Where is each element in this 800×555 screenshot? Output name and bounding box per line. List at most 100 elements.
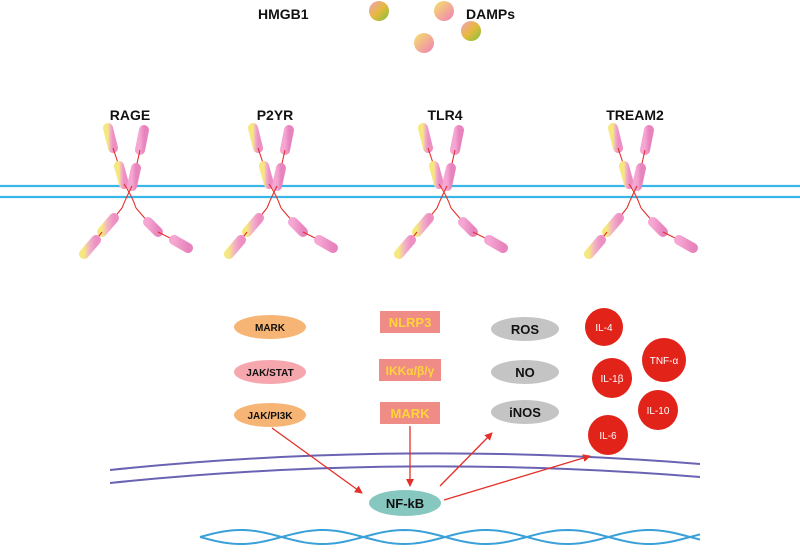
pathway-label: JAK/STAT — [246, 368, 293, 379]
arrow-to-cytokines — [443, 454, 591, 501]
receptor-domain — [127, 163, 141, 191]
receptor-domain — [640, 125, 654, 155]
receptor-domain — [169, 235, 193, 253]
receptor-domain — [114, 161, 129, 189]
receptor-linker — [268, 183, 282, 209]
receptor-domain — [648, 217, 668, 237]
nfkb-pill — [369, 490, 441, 516]
receptor-linker — [121, 185, 133, 209]
receptor-linker — [123, 183, 137, 209]
pathway-box-nlrp3 — [380, 311, 440, 333]
receptor-domain — [242, 213, 264, 237]
receptor-domain — [442, 163, 456, 191]
receptor-domain — [103, 123, 118, 153]
receptor-domain — [602, 213, 624, 237]
receptor-domain — [143, 217, 163, 237]
receptor-linker — [436, 185, 448, 209]
receptor-domain — [584, 235, 606, 259]
nfkb-label: NF-kB — [386, 496, 424, 511]
damps-label: DAMPs — [466, 6, 515, 22]
receptor-linker — [438, 183, 452, 209]
receptor-domain — [394, 235, 416, 259]
receptor-domain — [259, 161, 274, 189]
receptor-label: TLR4 — [428, 107, 463, 123]
arrow-to-inos — [439, 432, 493, 487]
receptor-domain — [135, 125, 149, 155]
receptor-label: P2YR — [257, 107, 294, 123]
receptor-domain — [412, 213, 434, 237]
receptor-linker — [626, 185, 638, 209]
pathway-column-middle: NLRP3 IKKα/β/γ MARK — [379, 311, 441, 424]
ligand-group: HMGB1 DAMPs — [258, 1, 515, 53]
receptor-domain — [314, 235, 338, 253]
cytokine-label: IL-1β — [601, 374, 624, 385]
pathway-label: JAK/PI3K — [247, 411, 293, 422]
receptor-domain — [429, 161, 444, 189]
pathway-label: NLRP3 — [389, 315, 432, 330]
cytokine-bubble — [638, 390, 678, 430]
cytokine-label: IL-4 — [595, 323, 613, 334]
receptor-tlr4: TLR4 — [394, 107, 508, 259]
pathway-box-ikk — [379, 359, 441, 381]
receptor-domain — [224, 235, 246, 259]
receptor-domain — [450, 125, 464, 155]
pathway-pill-jakstat — [234, 360, 306, 384]
cytokine-bubble — [588, 415, 628, 455]
arrow-to-nfkb — [271, 427, 363, 494]
cytokine-bubble — [585, 308, 623, 346]
nfkb-node: NF-kB — [369, 490, 441, 516]
pathway-label: ROS — [511, 322, 540, 337]
arrow-group — [271, 426, 591, 501]
receptor-tream2: TREAM2 — [584, 107, 698, 259]
pathway-column-right: ROS NO iNOS — [491, 317, 559, 424]
receptor-domain — [272, 163, 286, 191]
pathway-label: iNOS — [509, 405, 541, 420]
pathway-pill-ros — [491, 317, 559, 341]
dna-helix — [199, 528, 701, 546]
receptor-domain — [418, 123, 433, 153]
ligand-ball — [414, 33, 434, 53]
pathway-label: NO — [515, 365, 535, 380]
dna-strand — [199, 528, 701, 545]
receptor-domain — [248, 123, 263, 153]
pathway-pill-no — [491, 360, 559, 384]
receptor-domain — [288, 217, 308, 237]
receptor-linker — [628, 183, 642, 209]
receptor-domain — [280, 125, 294, 155]
pathway-label: MARK — [391, 406, 431, 421]
receptor-p2yr: P2YR — [224, 107, 338, 259]
receptor-layer: RAGE P2YR TLR4 TREAM2 — [79, 107, 698, 259]
ligand-ball — [461, 21, 481, 41]
receptor-label: TREAM2 — [606, 107, 664, 123]
receptor-domain — [79, 235, 101, 259]
receptor-domain — [97, 213, 119, 237]
cytokine-bubble — [592, 358, 632, 398]
receptor-domain — [608, 123, 623, 153]
cytokine-label: IL-10 — [647, 406, 670, 417]
ligand-ball — [434, 1, 454, 21]
receptor-domain — [674, 235, 698, 253]
pathway-column-left: MARK JAK/STAT JAK/PI3K — [234, 315, 306, 427]
receptor-domain — [484, 235, 508, 253]
receptor-rage: RAGE — [79, 107, 193, 259]
ligand-ball — [369, 1, 389, 21]
cytokine-bubble — [642, 338, 686, 382]
pathway-label: MARK — [255, 323, 286, 334]
pathway-pill-mark — [234, 315, 306, 339]
cytokine-label: IL-6 — [599, 431, 617, 442]
pathway-pill-jakpi3k — [234, 403, 306, 427]
receptor-domain — [458, 217, 478, 237]
cell-membrane — [0, 184, 800, 199]
hmgb1-label: HMGB1 — [258, 6, 309, 22]
pathway-box-mark — [380, 402, 440, 424]
pathway-pill-inos — [491, 400, 559, 424]
receptor-linker — [266, 185, 278, 209]
receptor-domain — [619, 161, 634, 189]
pathway-label: IKKα/β/γ — [386, 364, 435, 378]
receptor-label: RAGE — [110, 107, 150, 123]
receptor-domain — [632, 163, 646, 191]
nuclear-membrane — [109, 452, 701, 484]
cytokine-label: TNF-α — [650, 356, 679, 367]
cytokine-group: IL-4 TNF-α IL-1β IL-10 IL-6 — [585, 308, 686, 455]
